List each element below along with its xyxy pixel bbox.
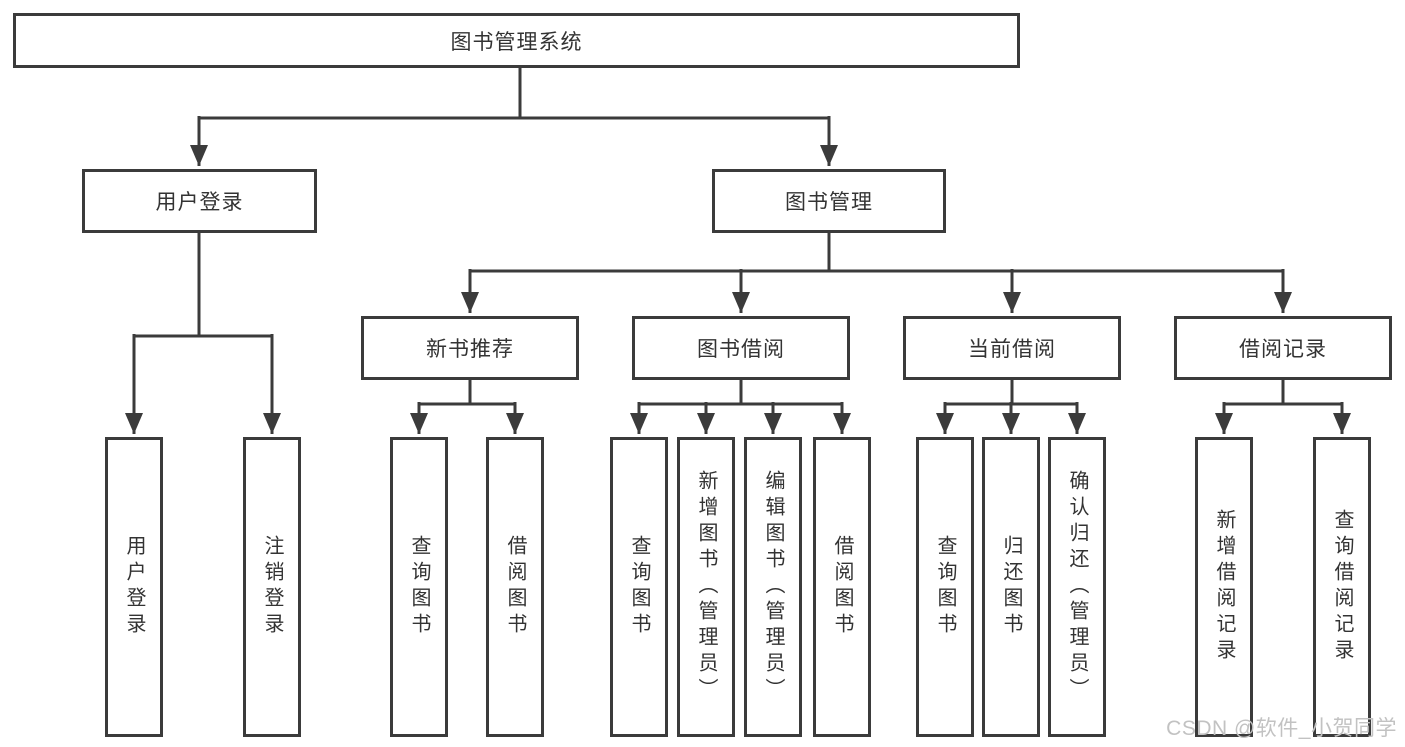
node-current-borrowing: 当前借阅: [903, 316, 1121, 380]
node-book-management-branch: 图书管理: [712, 169, 946, 233]
node-label: 查询图书: [934, 535, 956, 639]
node-borrowing-records: 借阅记录: [1174, 316, 1392, 380]
node-label: 借阅记录: [1239, 338, 1327, 361]
leaf-query-books-3: 查询图书: [916, 437, 974, 737]
node-label: 归还图书: [1000, 535, 1022, 639]
node-label: 借阅图书: [831, 535, 853, 639]
node-label: 查询图书: [408, 535, 430, 639]
node-label: 新增图书（管理员）: [695, 470, 717, 704]
node-label: 查询图书: [628, 535, 650, 639]
node-label: 确认归还（管理员）: [1066, 470, 1088, 704]
leaf-edit-books-admin: 编辑图书（管理员）: [744, 437, 802, 737]
leaf-borrow-books-2: 借阅图书: [813, 437, 871, 737]
leaf-confirm-return-admin: 确认归还（管理员）: [1048, 437, 1106, 737]
leaf-user-login: 用户登录: [105, 437, 163, 737]
node-label: 编辑图书（管理员）: [762, 470, 784, 704]
leaf-add-borrow-record: 新增借阅记录: [1195, 437, 1253, 737]
node-user-login-branch: 用户登录: [82, 169, 317, 233]
node-label: 查询借阅记录: [1331, 509, 1353, 665]
node-label: 新增借阅记录: [1213, 509, 1235, 665]
leaf-logout: 注销登录: [243, 437, 301, 737]
csdn-watermark: CSDN @软件_小贺同学: [1166, 717, 1397, 740]
leaf-query-borrow-record: 查询借阅记录: [1313, 437, 1371, 737]
leaf-query-books-1: 查询图书: [390, 437, 448, 737]
node-label: 注销登录: [261, 535, 283, 639]
node-label: 借阅图书: [504, 535, 526, 639]
leaf-borrow-books-1: 借阅图书: [486, 437, 544, 737]
node-label: 图书借阅: [697, 338, 785, 361]
node-label: 用户登录: [155, 191, 244, 214]
node-label: 当前借阅: [968, 338, 1056, 361]
node-label: 图书管理: [785, 191, 873, 214]
node-label: 图书管理系统: [450, 30, 583, 54]
node-book-borrowing: 图书借阅: [632, 316, 850, 380]
node-new-book-recommendation: 新书推荐: [361, 316, 579, 380]
node-label: 用户登录: [123, 535, 145, 639]
leaf-query-books-2: 查询图书: [610, 437, 668, 737]
leaf-return-books: 归还图书: [982, 437, 1040, 737]
node-library-management-system: 图书管理系统: [13, 13, 1020, 68]
leaf-add-books-admin: 新增图书（管理员）: [677, 437, 735, 737]
node-label: 新书推荐: [426, 338, 514, 361]
